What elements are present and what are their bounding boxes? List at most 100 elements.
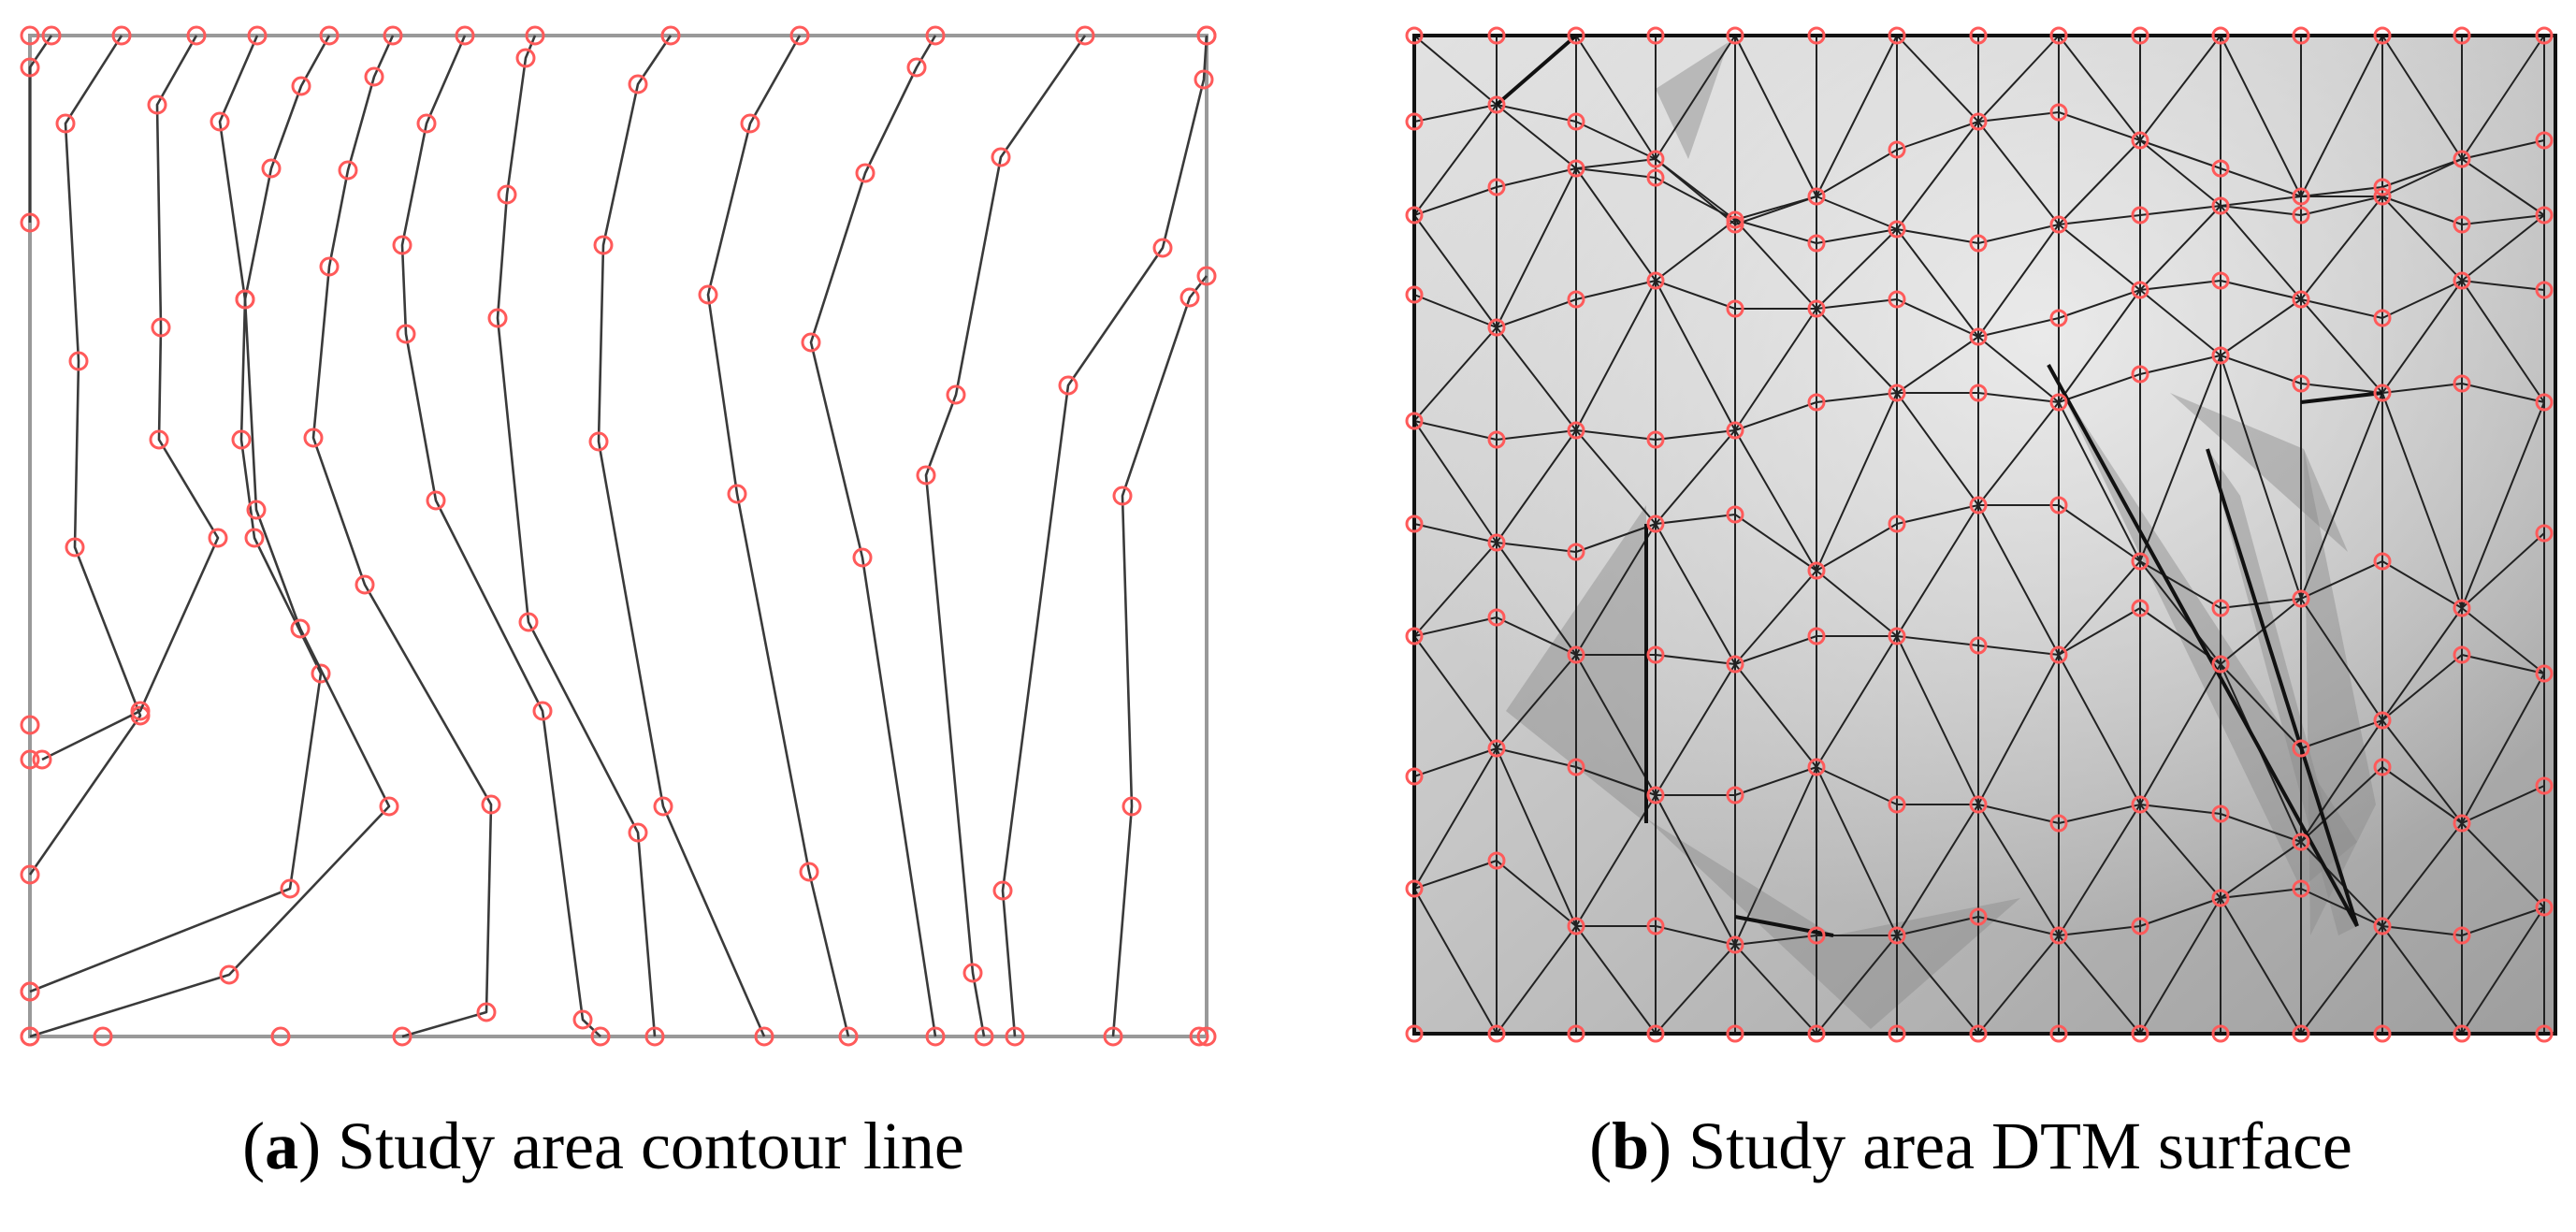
tin-edge [1896, 121, 1979, 230]
tin-edge [2381, 925, 2463, 936]
panel-a-contour-map [0, 0, 1232, 1085]
vertex-marker [2373, 187, 2392, 206]
vertex-marker [1807, 299, 1826, 318]
tin-edge [1496, 747, 1577, 927]
tin-edge [1896, 228, 1979, 244]
tin-edge [1734, 935, 1817, 946]
tin-edge [2058, 289, 2141, 403]
tin-edge [1413, 214, 1498, 328]
tin-edge [1655, 944, 1736, 1035]
caption-a: (a) Study area contour line [242, 1109, 964, 1183]
vertex-marker [303, 428, 324, 448]
vertex-marker [244, 528, 265, 548]
vertex-marker [588, 431, 609, 452]
tin-edge [2461, 139, 2545, 160]
vertex-marker [974, 1026, 994, 1047]
tin-edge [1655, 523, 1736, 665]
vertex-marker [2211, 346, 2230, 365]
vertex-marker [2131, 599, 2149, 617]
tin-edge [1734, 944, 1817, 1035]
vertex-marker [2373, 1024, 2392, 1043]
tin-edge [2300, 598, 2383, 721]
vertex-marker [487, 308, 508, 328]
vertex-marker [1075, 25, 1095, 46]
vertex-marker [1807, 758, 1826, 776]
tin-edge [1816, 298, 1898, 310]
vertex-marker [2535, 26, 2554, 45]
vertex-marker [1487, 1024, 1506, 1043]
vertex-marker [2131, 365, 2149, 384]
vertex-marker [1179, 287, 1200, 308]
tin-edge [1575, 280, 1657, 300]
tin-edge [2139, 139, 2221, 207]
vertex-marker [1487, 851, 1506, 870]
vertex-marker [392, 235, 412, 255]
tin-edge [1655, 219, 1736, 282]
tin-edge [2220, 813, 2302, 843]
vertex-marker [20, 57, 40, 78]
tin-edge [2058, 214, 2141, 225]
vertex-marker [1726, 1024, 1744, 1043]
tin-edge [2300, 196, 2383, 216]
tin-edge [1655, 280, 1736, 431]
vertex-marker [1969, 1024, 1988, 1043]
vertex-marker [1969, 636, 1988, 655]
tin-edge [2300, 766, 2383, 843]
vertex-marker [1196, 266, 1217, 286]
vertex-marker [1646, 1024, 1665, 1043]
vertex-marker [2211, 804, 2230, 823]
vertex-marker [2131, 1024, 2149, 1043]
tin-edge [1896, 228, 1979, 338]
vertex-marker [1487, 533, 1506, 552]
vertex-marker [1405, 412, 1424, 430]
tin-edge [1575, 35, 1657, 160]
tin-edge [1575, 925, 1657, 1035]
vertex-marker [838, 1026, 859, 1047]
vertex-marker [2211, 599, 2230, 617]
vertex-marker [1807, 393, 1826, 412]
tin-edge [1977, 224, 2060, 244]
vertex-marker [1807, 187, 1826, 206]
vertex-marker [2292, 1024, 2310, 1043]
vertex-marker [364, 66, 384, 87]
vertex-marker [1888, 384, 1906, 402]
tin-edge [1816, 935, 1898, 1035]
vertex-marker [1567, 290, 1585, 309]
tin-edge [2300, 186, 2383, 197]
vertex-marker [20, 749, 40, 770]
vertex-marker [2292, 26, 2310, 45]
vertex-marker [855, 163, 876, 183]
tin-edge [1575, 429, 1657, 525]
tin-edge [1734, 308, 1817, 431]
contour-line [41, 35, 220, 761]
vertex-marker [355, 574, 375, 595]
vertex-marker [2292, 290, 2310, 309]
tin-edge [2381, 719, 2463, 824]
vertex-marker [1807, 627, 1826, 645]
vertex-marker [1405, 627, 1424, 645]
vertex-marker [1405, 206, 1424, 225]
vertex-marker [2131, 26, 2149, 45]
vertex-marker [1969, 795, 1988, 814]
vertex-marker [2373, 384, 2392, 402]
vertex-marker [2453, 271, 2471, 290]
vertex-marker [338, 160, 358, 181]
tin-edge [1413, 616, 1498, 637]
vertex-marker [1888, 290, 1906, 309]
vertex-marker [1646, 645, 1665, 664]
vertex-marker [1646, 515, 1665, 533]
tin-edge [2461, 654, 2545, 674]
tin-edge [1655, 280, 1736, 310]
tin-edge [2461, 383, 2545, 403]
vertex-marker [962, 963, 983, 983]
tin-edge [1496, 654, 1577, 749]
tin-edge [1977, 935, 2060, 1035]
vertex-marker [1888, 926, 1906, 945]
tin-edge [2220, 598, 2302, 609]
tin-edge [2461, 35, 2545, 160]
vertex-marker [219, 964, 239, 985]
contour-line [706, 35, 850, 1037]
vertex-marker [1567, 112, 1585, 131]
vertex-marker [1888, 515, 1906, 533]
vertex-marker [1567, 645, 1585, 664]
